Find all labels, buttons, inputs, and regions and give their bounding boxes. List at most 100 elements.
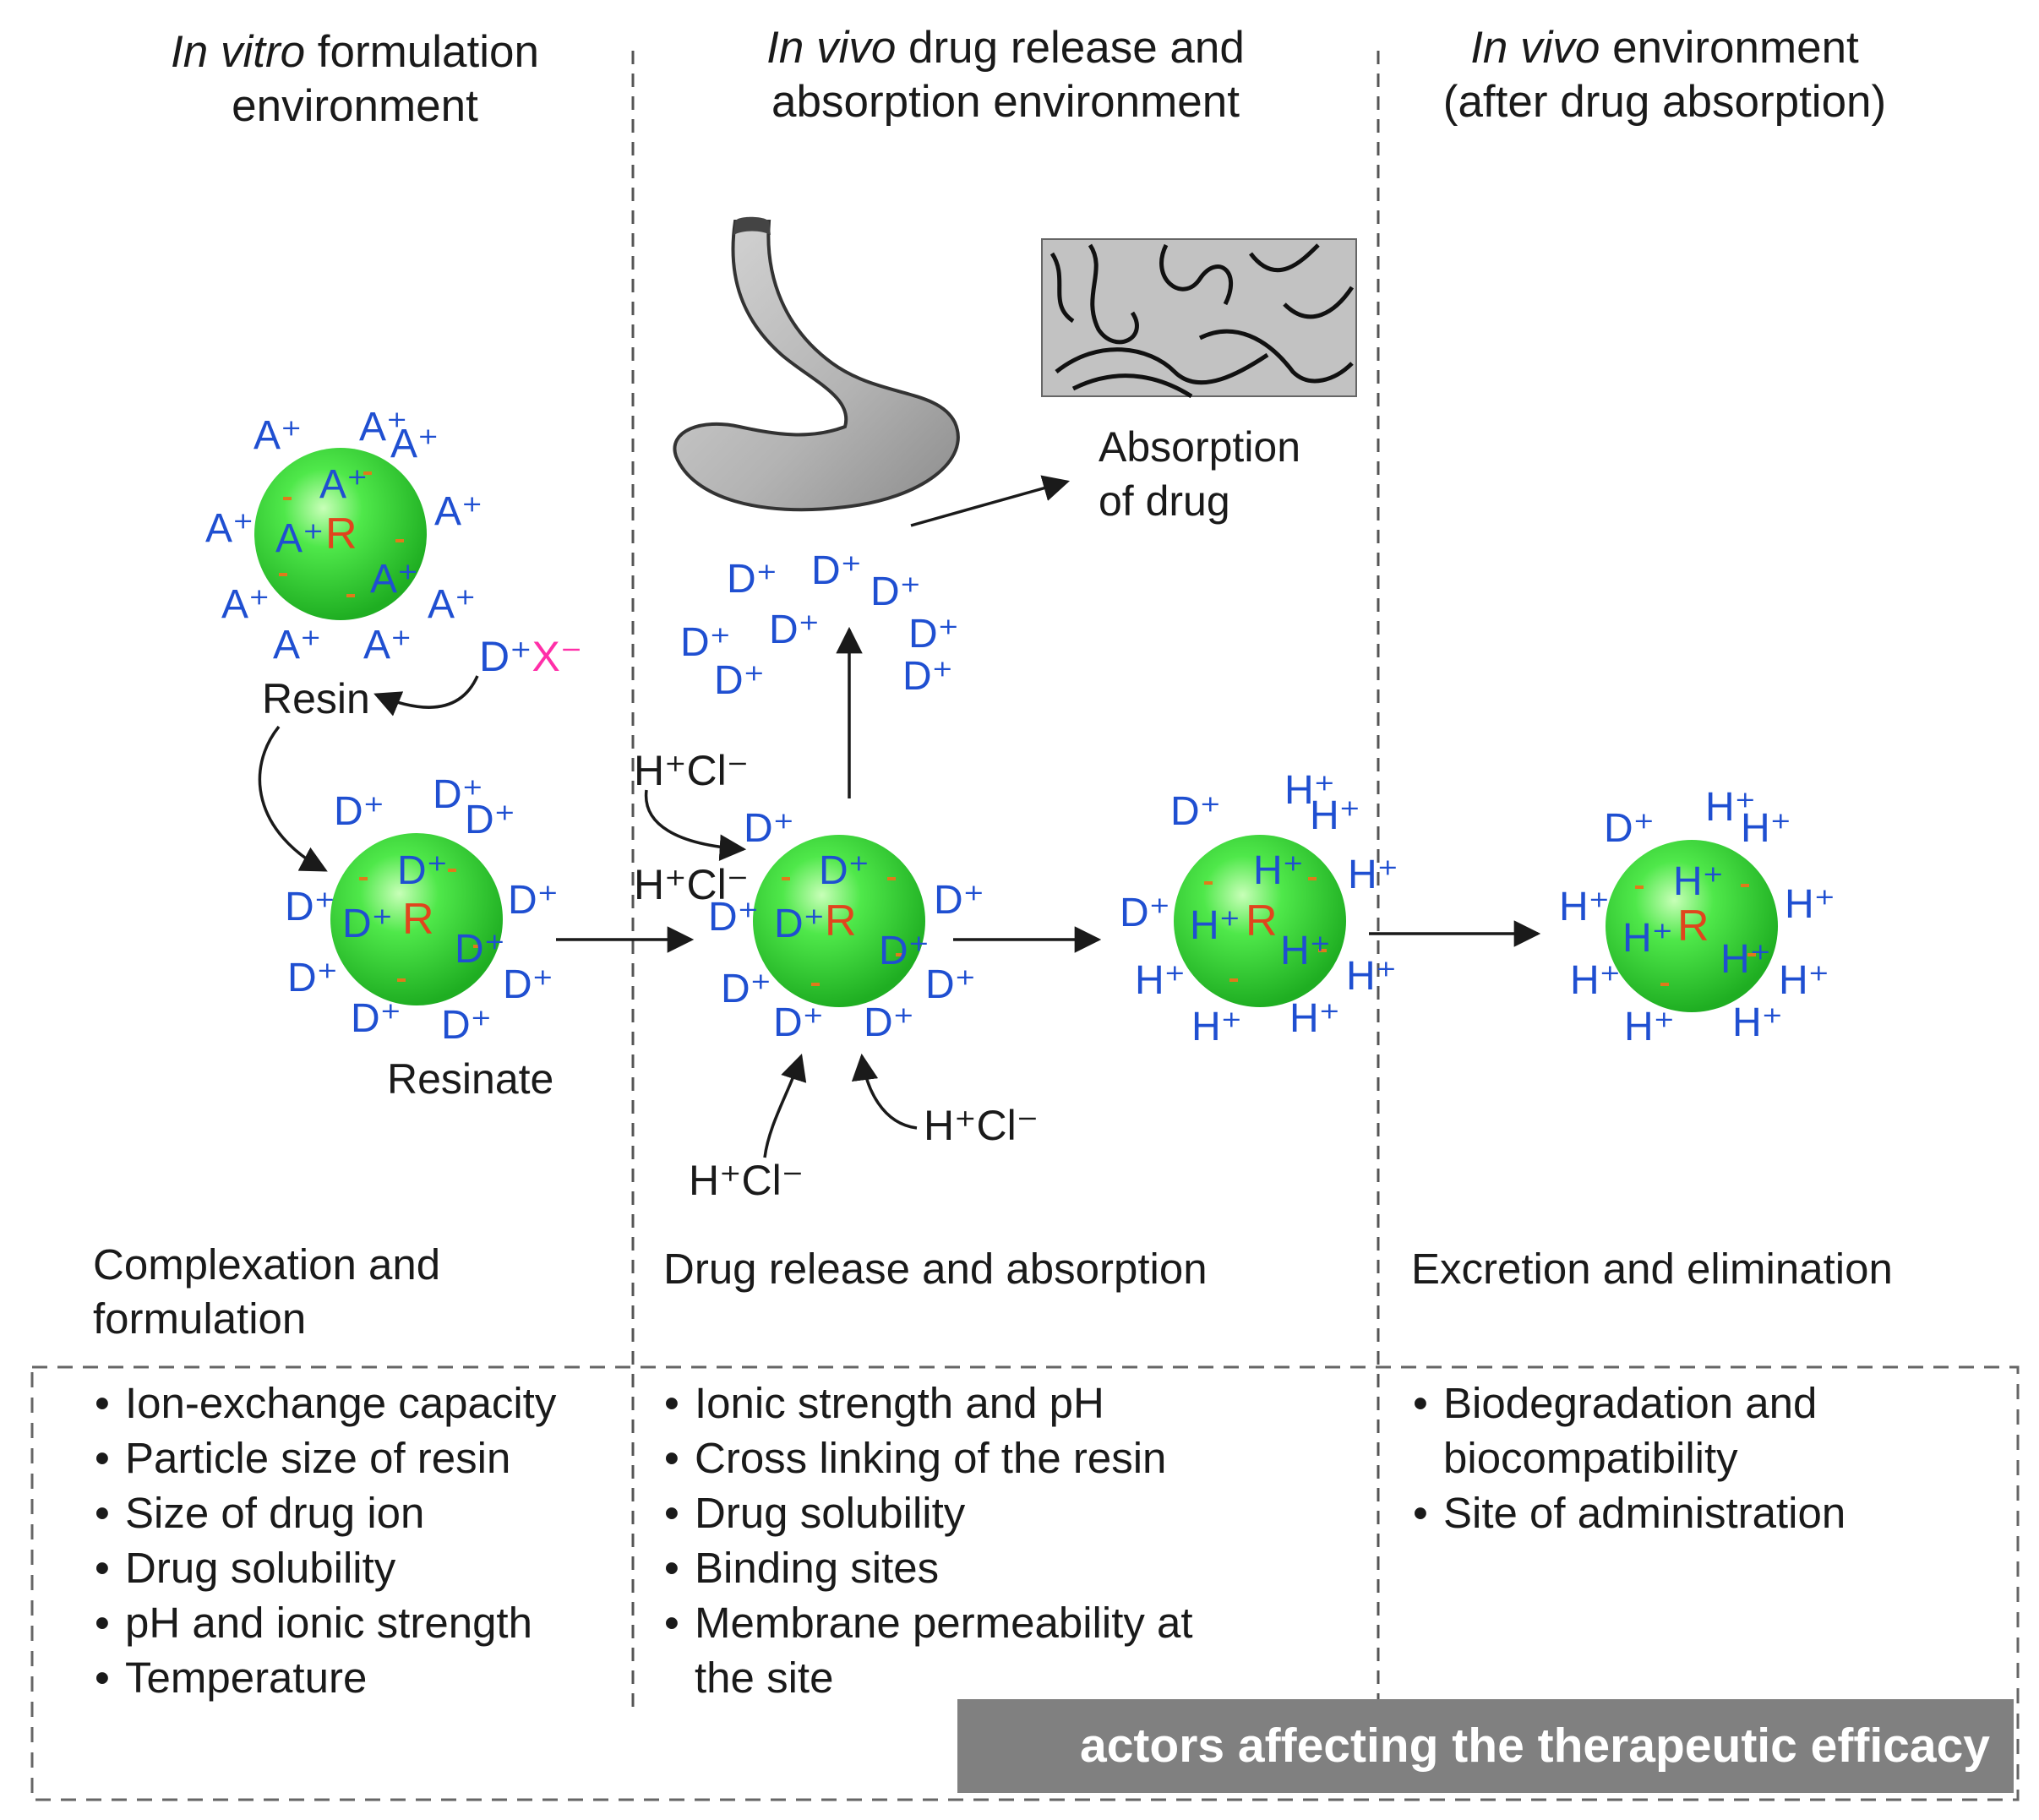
list-item: Ionic strength and pH: [664, 1376, 1256, 1430]
ion-label-h: H⁺: [1284, 768, 1335, 813]
ion-label-d: D⁺: [441, 1003, 492, 1048]
drug-salt-label: D⁺X⁻: [479, 629, 582, 684]
ion-label-d: D⁺: [508, 878, 559, 923]
ion-label-h: H⁺: [1720, 937, 1771, 982]
ion-label-h: H⁺: [1253, 848, 1304, 893]
header-col1-rest: formulation: [305, 27, 539, 77]
ion-label-d: D⁺: [708, 895, 759, 940]
absorption-label-line2: of drug: [1099, 477, 1230, 525]
drug-salt-cation: D⁺: [479, 633, 532, 680]
list-item: Cross linking of the resin: [664, 1430, 1256, 1485]
ion-label-a: A⁺: [359, 405, 408, 450]
resin-bead-exchanged: [1174, 835, 1346, 1007]
ion-label-a: A⁺: [254, 413, 303, 458]
resin-core-label: R: [825, 896, 857, 945]
ion-label-d: D⁺: [397, 848, 448, 893]
ion-label-d: D⁺: [465, 798, 515, 842]
ion-label-d: D⁺: [870, 569, 921, 614]
ion-label-h: H⁺: [1135, 958, 1186, 1003]
ion-label-a: A⁺: [363, 623, 412, 668]
resin-bead-free: [254, 448, 427, 620]
ion-label-d: D⁺: [503, 962, 553, 1007]
ion-label-a: A⁺: [273, 623, 322, 668]
acid-label-top: H⁺Cl⁻: [634, 747, 750, 794]
header-col1-italic: In vitro: [171, 27, 306, 77]
ion-label-d: D⁺: [1604, 806, 1655, 851]
absorption-label-line1: Absorption: [1099, 423, 1301, 471]
ion-label-h: H⁺: [1673, 859, 1724, 904]
ion-label-d: D⁺: [433, 772, 483, 817]
ion-label-h: H⁺: [1280, 929, 1331, 973]
ion-label-a: A⁺: [205, 506, 254, 551]
arrow-to-absorption: [910, 475, 1071, 527]
list-item: Drug solubility: [664, 1485, 1256, 1540]
ion-label-d: D⁺: [334, 789, 384, 834]
stage1-title-line1: Complexation and: [93, 1240, 441, 1289]
list-item: Biodegradation and biocompatibility: [1413, 1376, 1883, 1485]
list-item: Drug solubility: [95, 1540, 619, 1595]
stage3-title: Excretion and elimination: [1411, 1245, 1893, 1293]
ion-label-d: D⁺: [351, 996, 401, 1041]
resinate-label: Resinate: [387, 1055, 554, 1103]
header-col1: In vitro formulation environment: [101, 25, 608, 134]
list-item: Membrane permeability at the site: [664, 1595, 1244, 1705]
stomach-icon: [673, 216, 960, 512]
ion-label-a: A⁺: [370, 557, 419, 602]
list-item: Site of administration: [1413, 1485, 1886, 1540]
list-item: pH and ionic strength: [95, 1595, 619, 1650]
header-col3-line2: (after drug absorption): [1442, 77, 1887, 127]
ion-label-d: D⁺: [773, 1000, 824, 1045]
list-item: Ion-exchange capacity: [95, 1376, 619, 1430]
ion-label-a: A⁺: [319, 462, 368, 507]
arrow-acid-to-bead: [644, 789, 747, 861]
arrow-drug-to-resin: [373, 675, 479, 717]
ion-label-h: H⁺: [1705, 785, 1756, 830]
ion-label-d: D⁺: [287, 956, 338, 1000]
ion-label-d: D⁺: [1170, 789, 1221, 834]
ion-label-h: H⁺: [1741, 806, 1791, 851]
stage2-title: Drug release and absorption: [663, 1245, 1208, 1293]
ion-label-a: A⁺: [434, 489, 483, 534]
ion-label-d: D⁺: [680, 620, 731, 665]
resin-core-label: R: [1677, 902, 1709, 951]
absorption-label: Absorption of drug: [1099, 420, 1300, 528]
resin-bead-eliminated: [1606, 840, 1778, 1012]
ion-label-d: D⁺: [902, 654, 953, 699]
ion-label-d: D⁺: [819, 848, 870, 893]
resin-core-label: R: [402, 895, 434, 944]
ion-label-h: H⁺: [1559, 885, 1610, 929]
header-col2: In vivo drug release and absorption envi…: [651, 21, 1360, 129]
surface-charge-marks: [279, 471, 1756, 986]
ion-label-a: A⁺: [275, 516, 324, 561]
acid-label-bottom-left: H⁺Cl⁻: [689, 1157, 804, 1204]
ion-label-d: D⁺: [774, 902, 825, 946]
header-col3-rest: environment: [1600, 23, 1859, 73]
ion-label-a: A⁺: [428, 582, 477, 627]
ion-label-h: H⁺: [1624, 1005, 1675, 1049]
footer-caption: actors affecting the therapeutic efficac…: [957, 1699, 2014, 1793]
resin-core-label: R: [325, 509, 357, 559]
header-col3-italic: In vivo: [1470, 23, 1600, 73]
acid-label-bottom-right: H⁺Cl⁻: [924, 1102, 1039, 1149]
ion-label-d: D⁺: [934, 878, 984, 923]
resin-core-label: R: [1246, 896, 1278, 945]
list-item: Size of drug ion: [95, 1485, 619, 1540]
stage1-title: Complexation and formulation: [93, 1238, 440, 1346]
header-col2-line2: absorption environment: [771, 77, 1240, 127]
header-col1-line2: environment: [232, 81, 478, 131]
header-col3: In vivo environment (after drug absorpti…: [1394, 21, 1935, 129]
ion-label-d: D⁺: [879, 929, 930, 973]
ion-label-d: D⁺: [721, 967, 771, 1011]
arrow-acid-bottom-right: [851, 1053, 918, 1130]
stage1-title-line2: formulation: [93, 1294, 307, 1343]
header-col2-rest: drug release and: [896, 23, 1245, 73]
ion-label-h: H⁺: [1348, 853, 1398, 897]
header-col2-italic: In vivo: [766, 23, 897, 73]
ion-label-h: H⁺: [1310, 793, 1360, 838]
acid-label-middle: H⁺Cl⁻: [634, 861, 750, 908]
ion-label-h: H⁺: [1190, 903, 1240, 948]
ion-label-a: A⁺: [221, 582, 270, 627]
ion-label-d: D⁺: [908, 612, 959, 657]
intestinal-wall-icon: [1041, 238, 1357, 399]
ion-label-h: H⁺: [1289, 996, 1340, 1041]
